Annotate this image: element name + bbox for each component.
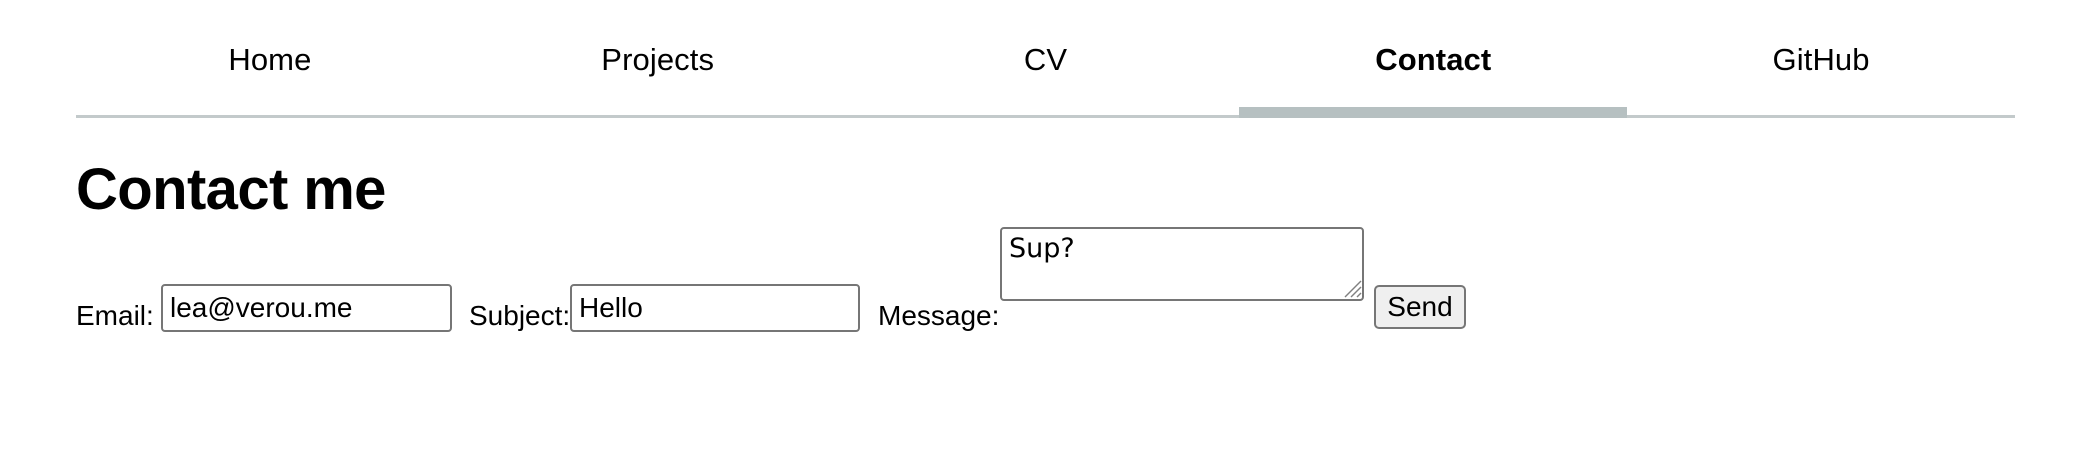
nav-link-projects[interactable]: Projects: [601, 42, 715, 77]
subject-input[interactable]: [570, 284, 860, 332]
nav-item-home[interactable]: Home: [76, 30, 464, 115]
page-title: Contact me: [76, 157, 386, 222]
nav-link-github[interactable]: GitHub: [1772, 42, 1870, 77]
nav-link-contact[interactable]: Contact: [1375, 42, 1492, 77]
nav-list: Home Projects CV Contact GitHub: [76, 30, 2015, 118]
contact-form: Email: Subject: Message: Sup? Send: [76, 227, 1516, 404]
nav-link-home[interactable]: Home: [228, 42, 312, 77]
nav-link-cv[interactable]: CV: [1023, 42, 1068, 77]
send-button[interactable]: Send: [1374, 285, 1466, 329]
main-navigation: Home Projects CV Contact GitHub: [76, 30, 2015, 118]
subject-label: Subject:: [469, 300, 571, 331]
email-input[interactable]: [161, 284, 452, 332]
nav-item-contact[interactable]: Contact: [1239, 30, 1627, 118]
message-textarea[interactable]: Sup?: [1000, 227, 1364, 301]
message-label: Message:: [878, 300, 1000, 331]
email-label: Email:: [76, 300, 154, 331]
nav-item-projects[interactable]: Projects: [464, 30, 852, 115]
nav-item-cv[interactable]: CV: [852, 30, 1240, 115]
nav-item-github[interactable]: GitHub: [1627, 30, 2015, 115]
